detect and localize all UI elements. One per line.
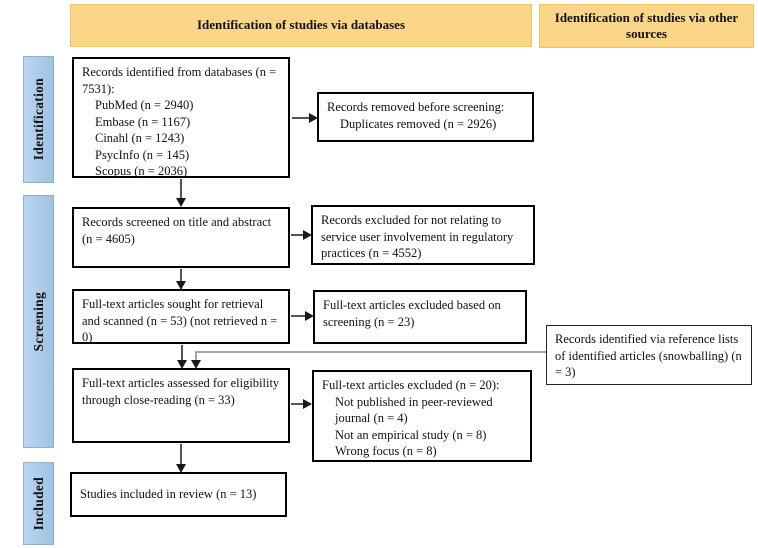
box-sub-item: Not an empirical study (n = 8) <box>335 427 487 442</box>
box-snowballing-text: Records identified via reference lists o… <box>555 332 742 379</box>
box-records-removed-items: Duplicates removed (n = 2926) <box>327 116 524 133</box>
box-fulltext-excluded-screening-text: Full-text articles excluded based on scr… <box>323 298 501 329</box>
stage-identification-label: Identification <box>30 78 46 161</box>
box-records-identified-text: Records identified from databases (n = 7… <box>82 65 277 96</box>
box-records-removed: Records removed before screening: Duplic… <box>317 92 534 142</box>
arrow-snowballing-to-assessed <box>191 351 546 369</box>
arrow-assessed-to-included <box>176 444 186 473</box>
box-records-identified: Records identified from databases (n = 7… <box>72 57 290 178</box>
box-fulltext-assessed: Full-text articles assessed for eligibil… <box>72 368 290 443</box>
stage-included: Included <box>23 462 54 545</box>
arrow-assessed-to-excluded-eligibility <box>291 399 312 409</box>
header-other-sources-label: Identification of studies via other sour… <box>554 9 739 41</box>
box-fulltext-excluded-eligibility-text: Full-text articles excluded (n = 20): <box>322 378 500 392</box>
header-other-sources: Identification of studies via other sour… <box>539 4 754 48</box>
box-sub-item: Scopus (n = 2036) <box>95 164 188 178</box>
box-fulltext-excluded-screening: Full-text articles excluded based on scr… <box>313 290 527 344</box>
box-studies-included: Studies included in review (n = 13) <box>70 472 287 517</box>
box-records-identified-items: PubMed (n = 2940) Embase (n = 1167) Cinahl… <box>82 97 280 180</box>
box-sub-item: PsycInfo (n = 145) <box>95 147 190 162</box>
box-records-excluded: Records excluded for not relating to ser… <box>311 205 535 265</box>
box-fulltext-sought-text: Full-text articles sought for retrieval … <box>82 297 278 344</box>
arrow-identified-to-removed <box>292 113 318 123</box>
box-sub-item: Cinahl (n = 1243) <box>95 131 185 145</box>
arrow-sought-to-excluded-screening <box>291 311 314 321</box>
box-studies-included-text: Studies included in review (n = 13) <box>80 487 257 502</box>
box-sub-item: Not published in peer-reviewed journal (… <box>335 394 493 426</box>
box-fulltext-excluded-eligibility-items: Not published in peer-reviewed journal (… <box>322 394 522 460</box>
box-fulltext-excluded-eligibility: Full-text articles excluded (n = 20): No… <box>312 370 532 462</box>
box-fulltext-assessed-text: Full-text articles assessed for eligibil… <box>82 376 280 407</box>
stage-screening-label: Screening <box>30 291 46 352</box>
box-sub-item: Duplicates removed (n = 2926) <box>340 116 497 131</box>
arrow-screened-to-sought <box>176 269 186 290</box>
box-sub-item: Wrong focus (n = 8) <box>335 444 437 458</box>
box-fulltext-sought: Full-text articles sought for retrieval … <box>72 289 290 344</box>
box-records-removed-text: Records removed before screening: <box>327 100 505 114</box>
box-snowballing: Records identified via reference lists o… <box>546 325 752 385</box>
box-sub-item: Embase (n = 1167) <box>95 114 191 129</box>
stage-identification: Identification <box>23 56 54 183</box>
arrow-screened-to-excluded <box>291 230 312 240</box>
header-databases: Identification of studies via databases <box>70 4 532 47</box>
box-records-excluded-text: Records excluded for not relating to ser… <box>321 213 514 260</box>
stage-screening: Screening <box>23 195 54 448</box>
box-records-screened: Records screened on title and abstract (… <box>72 207 290 268</box>
header-databases-label: Identification of studies via databases <box>196 17 406 33</box>
stage-included-label: Included <box>30 476 46 531</box>
box-sub-item: PubMed (n = 2940) <box>95 98 194 112</box>
box-records-screened-text: Records screened on title and abstract (… <box>82 215 272 246</box>
arrow-identified-to-screened <box>176 179 186 207</box>
arrow-sought-to-assessed <box>177 345 187 369</box>
